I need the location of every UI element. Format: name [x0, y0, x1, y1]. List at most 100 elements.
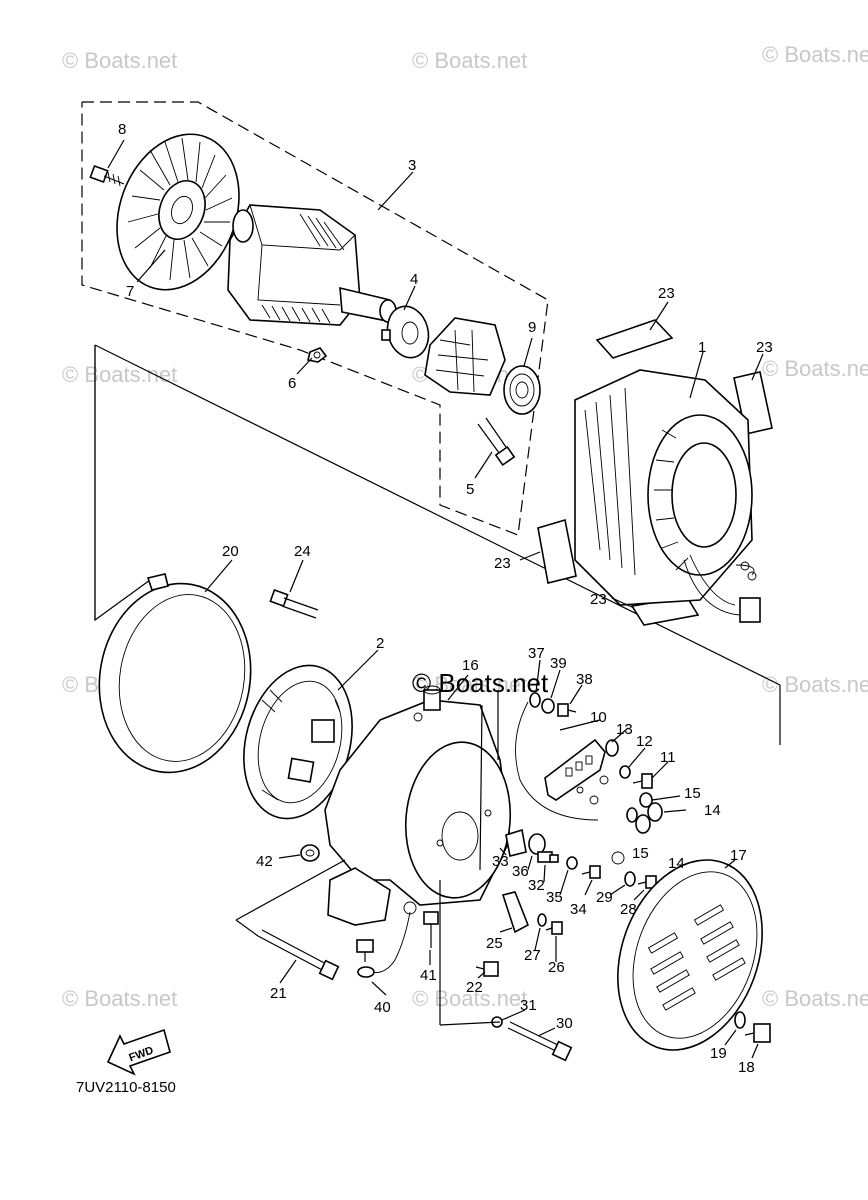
callout-label: 29 — [596, 889, 613, 906]
callout-label: 42 — [256, 853, 273, 870]
watermark: © Boats.net — [62, 986, 177, 1011]
nut-6 — [307, 347, 328, 363]
washer-12 — [619, 765, 631, 779]
nut-14-upper — [647, 802, 663, 822]
callout-label: 41 — [420, 967, 437, 984]
callout-label: 18 — [738, 1059, 755, 1076]
callout-label: 10 — [590, 709, 607, 726]
callout-label: 23 — [658, 285, 675, 302]
brush-36 — [528, 833, 546, 855]
stator-winding — [574, 369, 761, 623]
callout-label: 39 — [550, 655, 567, 672]
callout-label: 23 — [756, 339, 773, 356]
end-cover — [617, 859, 763, 1051]
callout-label: 1 — [698, 339, 706, 356]
callout-label: 3 — [408, 157, 416, 174]
callout-label: 36 — [512, 863, 529, 880]
washer-13 — [605, 739, 619, 757]
voltage-regulator — [544, 738, 606, 801]
callout-label: 33 — [492, 853, 509, 870]
callout-label: 12 — [636, 733, 653, 750]
bolt-22 — [475, 961, 499, 977]
callout-label: 8 — [118, 121, 126, 138]
callout-label: 11 — [660, 749, 676, 766]
callout-label: 5 — [466, 481, 474, 498]
watermark: © Boats.net — [762, 356, 868, 381]
rotor-core — [243, 664, 353, 820]
screw-38 — [557, 703, 577, 717]
washer-35 — [566, 856, 578, 870]
washer-29 — [624, 871, 636, 887]
bolt-18 — [744, 1023, 771, 1043]
fastener-37 — [529, 692, 541, 708]
center-watermark: © Boats.net — [412, 668, 549, 698]
ball-bearing — [503, 365, 541, 415]
insulation-pad-left — [537, 518, 577, 584]
screw-26 — [545, 921, 563, 935]
bolt-8 — [89, 164, 125, 187]
callout-label: 14 — [704, 802, 721, 819]
callout-label: 28 — [620, 901, 637, 918]
forward-arrow-icon: FWD — [106, 1028, 171, 1076]
screw-11 — [632, 773, 653, 789]
rotor-assembly — [227, 204, 397, 326]
callout-label: 4 — [410, 271, 418, 288]
bolt-41 — [423, 911, 439, 948]
cover-band — [98, 573, 252, 774]
exciter-stator — [424, 317, 506, 396]
callout-label: 15 — [632, 845, 649, 862]
callout-label: 2 — [376, 635, 384, 652]
washer-27 — [537, 913, 547, 927]
ring-terminal — [589, 775, 625, 865]
callout-label: 16 — [462, 657, 479, 674]
bolt-24 — [269, 588, 319, 619]
callout-label: 20 — [222, 543, 239, 560]
callout-label: 40 — [374, 999, 391, 1016]
callout-label: 15 — [684, 785, 701, 802]
watermark: © Boats.net — [762, 986, 868, 1011]
watermark: © Boats.net — [412, 48, 527, 73]
leader-lines — [107, 139, 764, 1059]
callout-label: 6 — [288, 375, 296, 392]
callout-label: 37 — [528, 645, 545, 662]
callout-label: 22 — [466, 979, 483, 996]
screw-34 — [581, 865, 601, 879]
watermark: © Boats.net — [62, 362, 177, 387]
cooling-fan — [116, 133, 240, 291]
callout-label: 31 — [520, 997, 537, 1014]
assembly-boundary — [81, 101, 549, 536]
drawing-code: 7UV2110-8150 — [76, 1079, 176, 1096]
callout-label: 13 — [616, 721, 633, 738]
group-line — [94, 344, 781, 686]
washer-39 — [541, 698, 555, 714]
bolt-5 — [477, 417, 516, 467]
insulation-pad-top — [595, 319, 674, 359]
watermark: © Boats.net — [762, 42, 868, 67]
watermark: © Boats.net — [412, 986, 527, 1011]
bolt-30 — [507, 1021, 573, 1062]
callout-label: 25 — [486, 935, 503, 952]
end-housing — [324, 685, 512, 926]
callout-label: 23 — [494, 555, 511, 572]
through-bolt-21 — [257, 929, 340, 981]
callout-label: 26 — [548, 959, 565, 976]
nut-15-lower — [626, 807, 638, 823]
callout-label: 24 — [294, 543, 311, 560]
callout-label: 38 — [576, 671, 593, 688]
callout-label: 27 — [524, 947, 541, 964]
callout-label: 17 — [730, 847, 747, 864]
callout-label: 19 — [710, 1045, 727, 1062]
insulator-25 — [501, 891, 530, 934]
callout-labels: 8 3 7 4 9 6 5 23 1 23 23 23 20 24 2 16 3… — [118, 121, 773, 1076]
callout-label: 35 — [546, 889, 563, 906]
callout-label: 34 — [570, 901, 587, 918]
ground-wire-40 — [356, 901, 417, 978]
lead-wire — [515, 701, 599, 821]
callout-label: 21 — [270, 985, 287, 1002]
callout-label: 9 — [528, 319, 536, 336]
callout-label: 30 — [556, 1015, 573, 1032]
bearing-holder — [381, 305, 430, 359]
callout-label: 23 — [590, 591, 607, 608]
washer-19 — [734, 1011, 746, 1029]
